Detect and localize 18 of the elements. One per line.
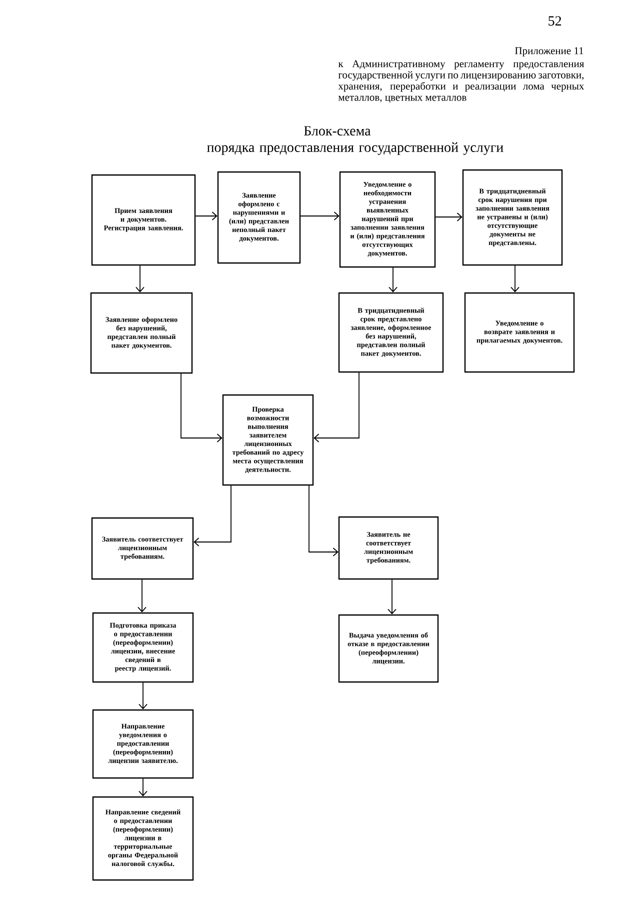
arrow [388,267,398,292]
arrow [194,485,232,546]
appendix-note: к Административному регламенту предоставления государственной услуги по лицензированию заготовки, хранения, переработки и реализации лома черных металлов, цветных металлов [338,60,584,103]
title: Блок-схема порядка предоставления государственной услуги [207,126,504,155]
arrow [180,373,222,442]
arrow [195,212,218,220]
arrow [138,778,148,796]
page-number: 52 [548,16,562,26]
arrow [138,682,148,710]
arrow [388,579,396,614]
appendix-heading: Приложение 11 [515,47,584,56]
arrow [136,265,144,292]
arrow [138,579,146,612]
arrow [314,372,360,442]
arrow [300,212,340,220]
arrow [510,265,520,292]
arrow [308,485,338,556]
arrow [435,212,462,222]
